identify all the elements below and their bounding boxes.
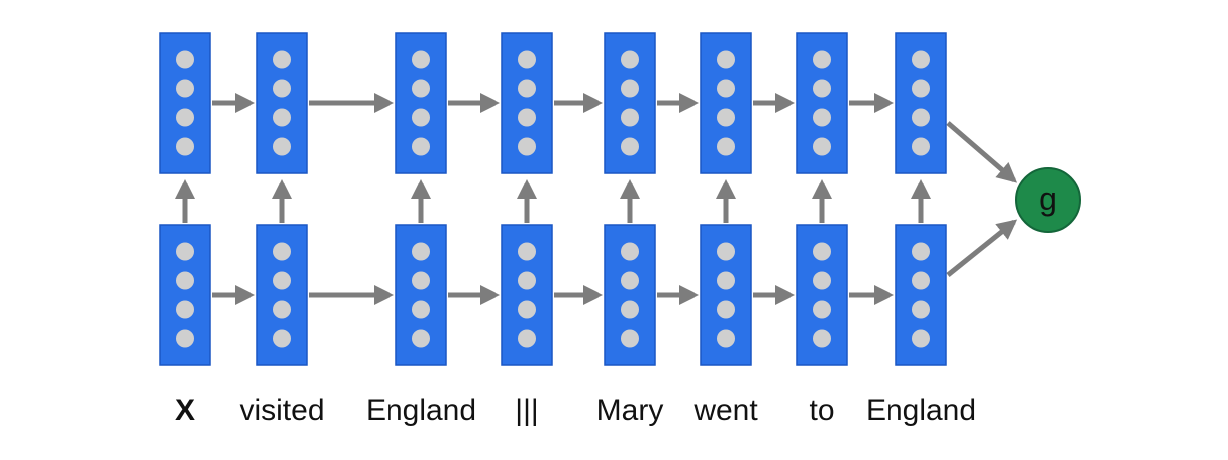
bottom-cell-5-unit-2: [717, 300, 735, 319]
output-node-circle: [1015, 167, 1081, 233]
top-cell-5-unit-1: [717, 79, 735, 98]
top-cell-1-unit-2: [273, 108, 291, 127]
top-cell-2-unit-2: [412, 108, 430, 127]
top-cell-2: [395, 32, 447, 174]
bottom-cell-1-unit-2: [273, 300, 291, 319]
top-cell-7-unit-1: [912, 79, 930, 98]
bottom-cell-2-unit-0: [412, 242, 430, 261]
bottom-cell-5-unit-3: [717, 329, 735, 348]
token-label-6: to: [809, 394, 834, 427]
bottom-cell-0-unit-0: [176, 242, 194, 261]
top-cell-3: [501, 32, 553, 174]
bottom-cell-3-unit-2: [518, 300, 536, 319]
output-node: g: [1015, 167, 1081, 233]
bottom-cell-4-unit-2: [621, 300, 639, 319]
bottom-cell-1-unit-0: [273, 242, 291, 261]
bottom-cell-5-unit-1: [717, 271, 735, 290]
bottom-cell-6-unit-1: [813, 271, 831, 290]
bottom-cell-3-unit-3: [518, 329, 536, 348]
top-cell-7-unit-0: [912, 50, 930, 69]
bottom-cell-3-unit-0: [518, 242, 536, 261]
token-label-7: England: [866, 394, 976, 427]
top-cell-3-unit-3: [518, 137, 536, 156]
top-cell-7: [895, 32, 947, 174]
top-cell-6: [796, 32, 848, 174]
top-cell-5-unit-2: [717, 108, 735, 127]
top-cell-2-unit-3: [412, 137, 430, 156]
top-cell-6-unit-3: [813, 137, 831, 156]
bottom-cell-3: [501, 224, 553, 366]
bottom-cell-0-unit-3: [176, 329, 194, 348]
top-cell-1-unit-1: [273, 79, 291, 98]
bottom-cell-6-unit-3: [813, 329, 831, 348]
top-cell-4-unit-2: [621, 108, 639, 127]
token-label-4: Mary: [597, 394, 664, 427]
bottom-cell-0: [159, 224, 211, 366]
top-cell-6-unit-0: [813, 50, 831, 69]
token-label-2: England: [366, 394, 476, 427]
top-cell-0-unit-3: [176, 137, 194, 156]
token-labels: X visited England ||| Mary went to Engla…: [175, 394, 976, 427]
top-cell-6-unit-1: [813, 79, 831, 98]
token-label-5: went: [693, 394, 758, 427]
bottom-cell-7-unit-1: [912, 271, 930, 290]
top-cell-0-unit-0: [176, 50, 194, 69]
top-cell-7-unit-3: [912, 137, 930, 156]
output-node-label: g: [1039, 181, 1057, 217]
top-cell-4-unit-0: [621, 50, 639, 69]
bottom-cell-4: [604, 224, 656, 366]
bottom-cell-7: [895, 224, 947, 366]
bottom-cell-2: [395, 224, 447, 366]
top-cell-0: [159, 32, 211, 174]
arrows-layer: [175, 93, 1018, 305]
bottom-cell-7-unit-3: [912, 329, 930, 348]
top-cell-5: [700, 32, 752, 174]
bottom-cell-4-unit-3: [621, 329, 639, 348]
top-cell-2-unit-1: [412, 79, 430, 98]
bottom-cell-0-unit-1: [176, 271, 194, 290]
bottom-cell-3-unit-1: [518, 271, 536, 290]
bottom-to-output-arrow: [946, 219, 1018, 277]
bottom-cell-5: [700, 224, 752, 366]
bottom-cell-1: [256, 224, 308, 366]
top-cell-3-unit-1: [518, 79, 536, 98]
token-label-1: visited: [239, 394, 324, 427]
top-cell-6-unit-2: [813, 108, 831, 127]
top-cell-0-unit-2: [176, 108, 194, 127]
bottom-cell-7-unit-0: [912, 242, 930, 261]
bottom-cell-0-unit-2: [176, 300, 194, 319]
top-to-output-arrow: [946, 121, 1018, 183]
top-cell-4-unit-1: [621, 79, 639, 98]
bottom-cell-6: [796, 224, 848, 366]
top-cell-2-unit-0: [412, 50, 430, 69]
top-cell-1-unit-3: [273, 137, 291, 156]
top-cell-1: [256, 32, 308, 174]
top-cell-0-unit-1: [176, 79, 194, 98]
bottom-cell-4-unit-0: [621, 242, 639, 261]
bottom-cell-2-unit-3: [412, 329, 430, 348]
bottom-cell-1-unit-1: [273, 271, 291, 290]
top-cell-5-unit-3: [717, 137, 735, 156]
bottom-cell-2-unit-2: [412, 300, 430, 319]
top-cell-4-unit-3: [621, 137, 639, 156]
bottom-cell-6-unit-2: [813, 300, 831, 319]
token-label-3: |||: [515, 394, 538, 427]
bottom-cell-6-unit-0: [813, 242, 831, 261]
bottom-cell-5-unit-0: [717, 242, 735, 261]
bottom-cell-4-unit-1: [621, 271, 639, 290]
top-cell-3-unit-2: [518, 108, 536, 127]
bottom-cell-7-unit-2: [912, 300, 930, 319]
token-label-0: X: [175, 394, 195, 427]
cells-layer: [159, 32, 947, 366]
top-cell-1-unit-0: [273, 50, 291, 69]
top-cell-4: [604, 32, 656, 174]
top-cell-5-unit-0: [717, 50, 735, 69]
bottom-cell-2-unit-1: [412, 271, 430, 290]
top-cell-7-unit-2: [912, 108, 930, 127]
top-cell-3-unit-0: [518, 50, 536, 69]
bottom-cell-1-unit-3: [273, 329, 291, 348]
